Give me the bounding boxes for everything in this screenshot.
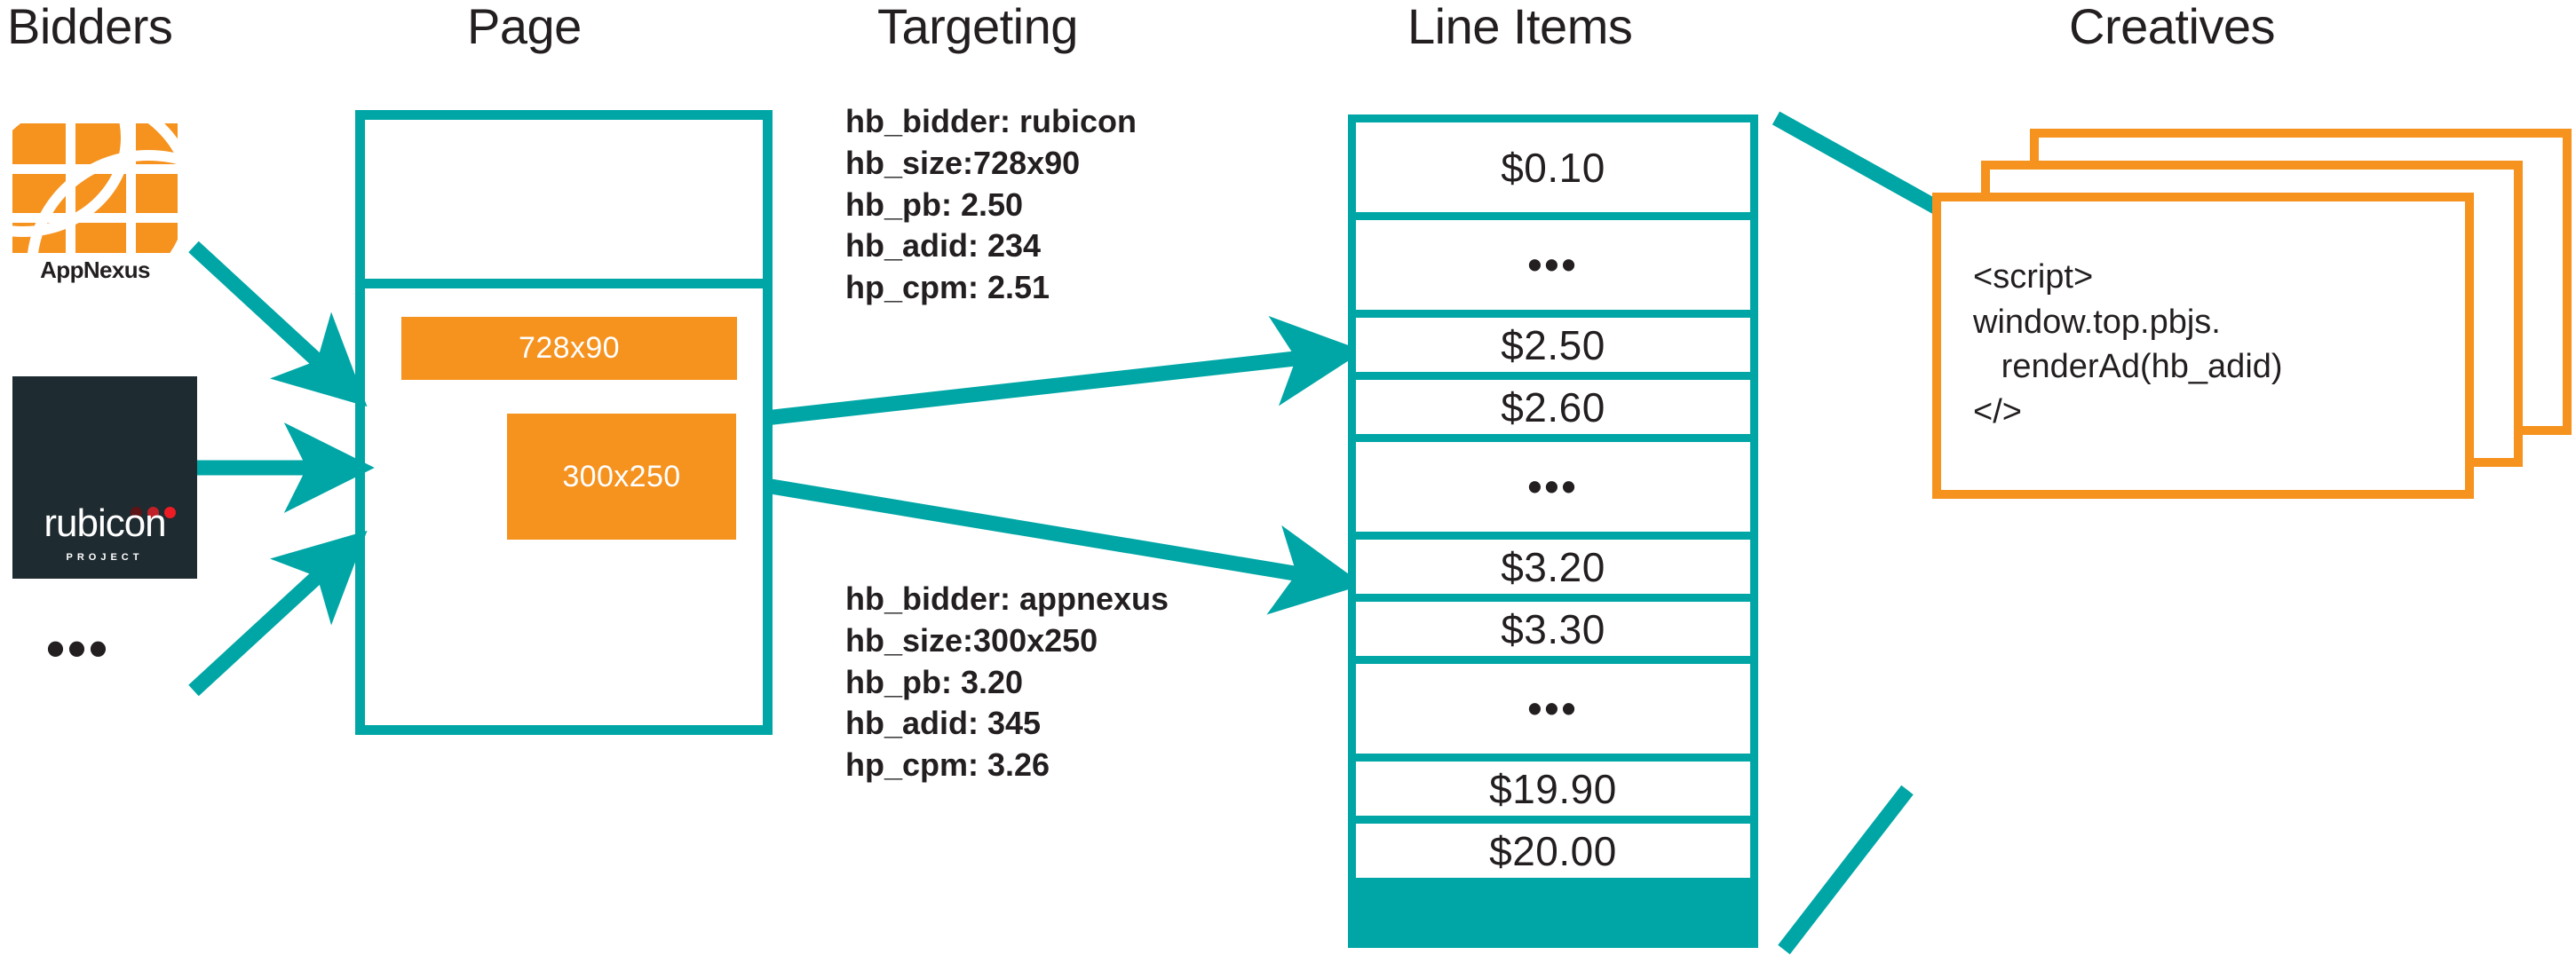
line-item-row[interactable]: $2.60 [1356,380,1750,434]
ad-slot-300x250[interactable]: 300x250 [507,414,736,540]
rubicon-dot-dark [131,507,142,518]
line-item-row[interactable]: $3.30 [1356,602,1750,656]
line-item-row[interactable]: $0.10 [1356,122,1750,212]
targeting-line-hb-bidder: hb_bidder: appnexus [845,580,1169,617]
rubicon-wordmark: rubicon [44,501,166,545]
targeting-keyvalues-appnexus: hb_bidder: appnexus hb_size:300x250 hb_p… [845,579,1169,786]
targeting-line-hb-adid: hb_adid: 345 [845,705,1042,742]
bidders-more-ellipsis: ••• [46,619,111,678]
targeting-line-hp-cpm: hp_cpm: 2.51 [845,269,1050,306]
ad-slot-728x90[interactable]: 728x90 [401,317,737,380]
creative-card-front[interactable]: <script> window.top.pbjs. renderAd(hb_ad… [1932,193,2474,499]
page-header-divider [365,279,763,288]
line-item-row[interactable]: $3.20 [1356,540,1750,594]
column-heading-line-items: Line Items [1407,0,1633,54]
column-heading-bidders: Bidders [7,0,173,54]
line-item-row: ••• [1356,664,1750,754]
arrow-appnexus-to-page [188,241,368,407]
appnexus-wordmark: AppNexus [40,257,150,283]
arrow-mrec-to-lineitem-320 [764,478,1364,615]
targeting-line-hb-pb: hb_pb: 2.50 [845,185,1024,223]
rubicon-dot-bright [164,507,176,518]
appnexus-logo-icon [12,123,178,253]
targeting-line-hb-pb: hb_pb: 3.20 [845,663,1024,700]
column-heading-creatives: Creatives [2069,0,2276,54]
targeting-line-hb-bidder: hb_bidder: rubicon [845,103,1137,139]
rubicon-dot-mid [147,507,159,518]
targeting-line-hp-cpm: hp_cpm: 3.26 [845,746,1050,784]
creative-script-snippet: <script> window.top.pbjs. renderAd(hb_ad… [1973,258,2283,430]
line-item-row[interactable]: $2.50 [1356,318,1750,372]
line-item-row[interactable]: $20.00 [1356,824,1750,878]
arrow-leaderboard-to-lineitem-250 [765,316,1364,426]
creative-stack: <script> window.top.pbjs. renderAd(hb_ad… [1932,129,2572,537]
targeting-line-hb-size: hb_size:728x90 [845,144,1081,181]
column-heading-targeting: Targeting [877,0,1078,54]
targeting-line-hb-size: hb_size:300x250 [845,621,1098,659]
targeting-keyvalues-rubicon: hb_bidder: rubicon hb_size:728x90 hb_pb:… [845,101,1137,309]
line-items-table: $0.10 ••• $2.50 $2.60 ••• $3.20 $3.30 ••… [1348,114,1758,948]
column-heading-page: Page [467,0,582,54]
line-item-row[interactable]: $19.90 [1356,762,1750,816]
targeting-line-hb-adid: hb_adid: 234 [845,227,1042,264]
link-lineitems-bottom-to-creatives [1778,785,1914,955]
page-frame: 728x90 300x250 [355,110,773,735]
bidder-logo-rubicon: rubicon PROJECT [12,376,197,579]
line-item-row: ••• [1356,442,1750,532]
bidder-logo-appnexus [12,123,178,253]
line-item-row: ••• [1356,220,1750,310]
arrow-more-bidders-to-page [188,530,368,697]
rubicon-sub-wordmark: PROJECT [66,552,144,563]
